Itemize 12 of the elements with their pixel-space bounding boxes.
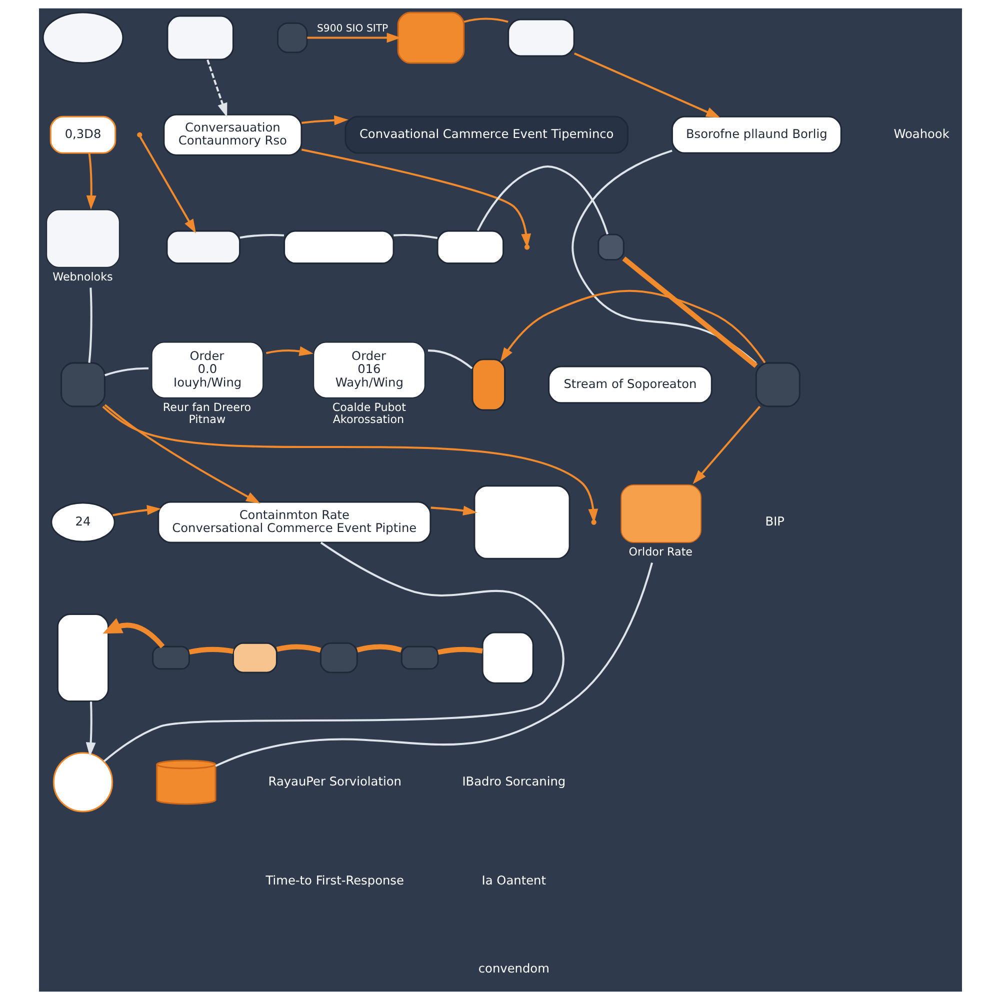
label: BIP [764,514,784,528]
node-label: Reur fan Dreero Pitnaw [162,400,251,426]
label: convendom [478,961,549,976]
node-label: Orldor Rate [628,545,692,558]
label: Ia Oantent [481,873,546,888]
label: Woahook [893,126,949,141]
label: RayauPer Sorviolation [268,774,401,788]
label: IBadro Sorcaning [462,774,566,788]
node-label: Webnoloks [52,270,112,284]
node-label: Coalde Pubot Akorossation [332,400,406,426]
edge-label: S900 SIO SITP [316,24,388,35]
label: Time-to First-Response [265,873,404,888]
